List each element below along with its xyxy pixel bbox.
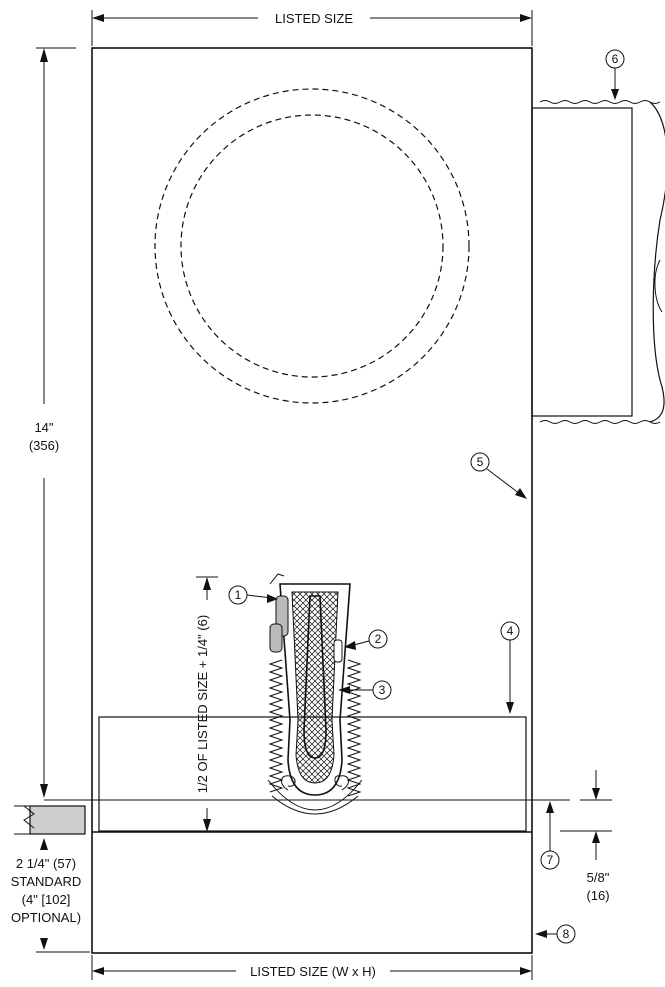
offset-dimension: 5/8" (16) <box>560 770 612 903</box>
callout-1: 1 <box>228 585 278 605</box>
inlet-collar <box>14 805 90 953</box>
callout-7: 7 <box>540 801 560 870</box>
height-label-in: 14" <box>34 420 53 435</box>
collar-label-line3: (4" [102] <box>22 892 71 907</box>
top-width-dimension: LISTED SIZE <box>91 10 533 46</box>
element-center-dimension: 1/2 OF LISTED SIZE + 1/4" (6) <box>195 576 218 833</box>
callout-8: 8 <box>535 924 576 944</box>
bottom-width-dimension: LISTED SIZE (W x H) <box>91 955 533 980</box>
fan-inner-circle <box>180 114 444 378</box>
collar-label-line1: 2 1/4" (57) <box>16 856 76 871</box>
callout-8-number: 8 <box>563 927 570 941</box>
callout-4-number: 4 <box>507 624 514 638</box>
bottom-width-label: LISTED SIZE (W x H) <box>250 964 376 979</box>
offset-label-mm: (16) <box>586 888 609 903</box>
callout-7-number: 7 <box>547 853 554 867</box>
callout-3-number: 3 <box>379 683 386 697</box>
callout-3: 3 <box>338 680 392 700</box>
heater-housing <box>91 47 533 954</box>
callout-4: 4 <box>500 621 520 714</box>
collar-label-line4: OPTIONAL) <box>11 910 81 925</box>
height-label-mm: (356) <box>29 438 59 453</box>
collar-label-line2: STANDARD <box>11 874 82 889</box>
offset-label-in: 5/8" <box>587 870 610 885</box>
heating-element <box>267 573 363 815</box>
collar-dimension-labels: 2 1/4" (57) STANDARD (4" [102] OPTIONAL) <box>11 856 82 925</box>
element-center-label: 1/2 OF LISTED SIZE + 1/4" (6) <box>195 615 210 793</box>
side-duct <box>531 100 665 424</box>
callout-2-number: 2 <box>375 632 382 646</box>
callout-1-number: 1 <box>235 588 242 602</box>
callout-6: 6 <box>605 49 625 100</box>
height-dimension: 14" (356) <box>29 47 76 798</box>
callout-2: 2 <box>344 629 388 650</box>
element-fins <box>268 659 362 797</box>
callout-5-number: 5 <box>477 455 484 469</box>
fan-outer-circle <box>154 88 470 404</box>
callout-5: 5 <box>470 452 527 499</box>
callout-6-number: 6 <box>612 52 619 66</box>
top-width-label: LISTED SIZE <box>275 11 353 26</box>
